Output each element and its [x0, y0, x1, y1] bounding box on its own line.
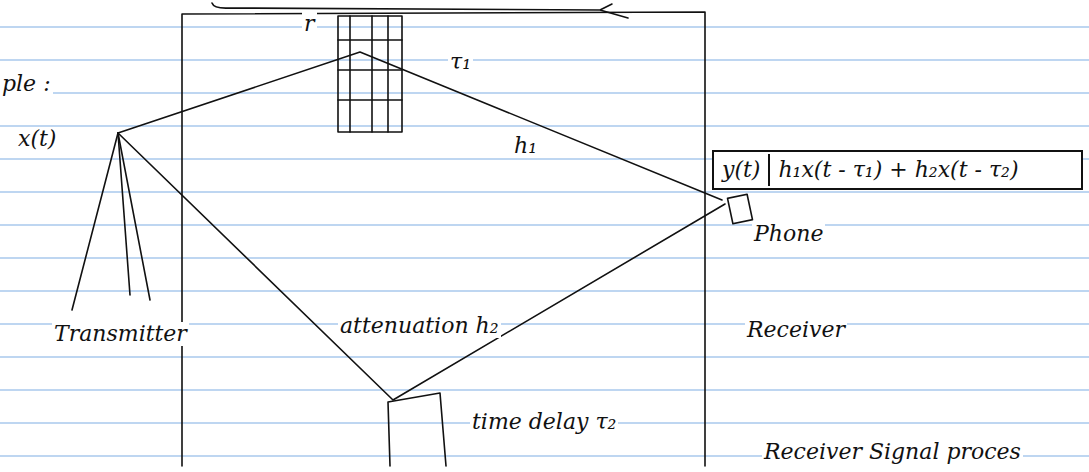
device-label: Transmitter	[52, 322, 189, 346]
path-1	[118, 52, 722, 200]
transmitter-antenna	[72, 133, 150, 310]
gain-label: h₁	[512, 134, 539, 158]
building-symbol	[338, 16, 402, 132]
note: Receiver Signal proces	[762, 440, 1023, 464]
signal-name: x(t)	[16, 127, 58, 151]
phone-symbol	[728, 194, 753, 224]
room-outline	[182, 12, 705, 466]
symbol-label: r	[302, 12, 317, 36]
gain-label: attenuation h₂	[338, 314, 501, 338]
delay-label: τ₁	[448, 50, 473, 74]
output-signal: y(t)	[714, 154, 768, 186]
device-label: Receiver	[745, 318, 847, 342]
equation: h₁x(t - τ₁) + h₂x(t - τ₂)	[768, 154, 1026, 186]
delay-label: time delay τ₂	[470, 410, 618, 434]
bracket	[212, 3, 628, 18]
heading-fragment: ple :	[0, 72, 53, 96]
equation-box: y(t)h₁x(t - τ₁) + h₂x(t - τ₂)	[712, 150, 1083, 190]
ruled-lines	[0, 27, 1089, 456]
path-2	[118, 133, 725, 400]
reflector-symbol	[388, 393, 446, 466]
device-label: Phone	[752, 222, 825, 246]
